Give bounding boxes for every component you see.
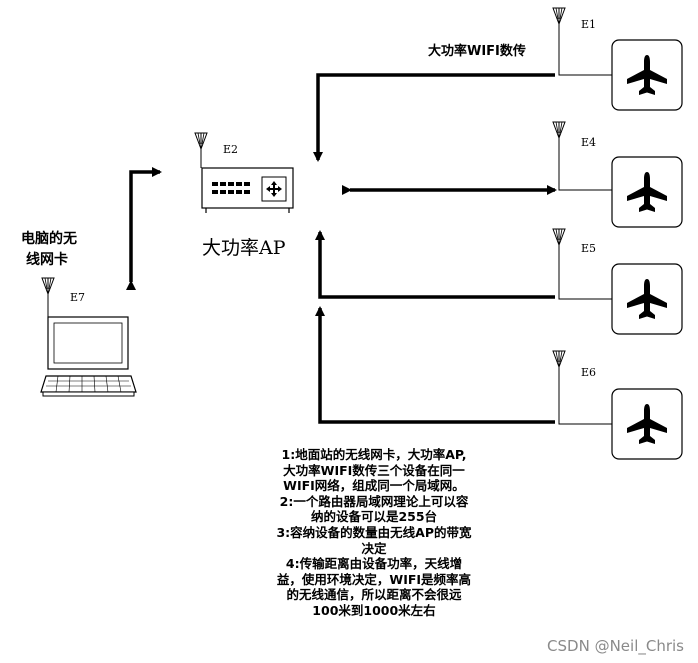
antenna-icon <box>552 7 566 25</box>
drone-antenna-e6 <box>552 350 612 425</box>
antenna-icon <box>552 228 566 246</box>
antenna-icon <box>41 277 55 295</box>
antenna-icon <box>552 121 566 139</box>
antenna-icon <box>194 132 208 150</box>
notes-block: 1:地面站的无线网卡，大功率AP, 大功率WIFI数传三个设备在同一 WIFI网… <box>240 447 508 619</box>
arrow-e6-to-ap <box>315 306 555 424</box>
drone-e5 <box>611 263 683 335</box>
note-line: 大功率WIFI数传三个设备在同一 <box>283 462 465 478</box>
link-arrows <box>126 73 557 424</box>
note-line: 2:一个路由器局域网理论上可以容 <box>279 493 469 509</box>
antenna-tag-e4: E4 <box>581 136 597 149</box>
router-ports <box>212 182 250 194</box>
drone-e6 <box>611 388 683 460</box>
drone-e4 <box>611 156 683 228</box>
antenna-tag-e2: E2 <box>223 143 239 156</box>
antenna-icon <box>552 350 566 368</box>
drone-e1 <box>611 39 683 111</box>
ap-router <box>194 132 294 213</box>
note-line: 益，使用环境决定，WIFI是频率高 <box>276 571 472 587</box>
wifi-link-label: 大功率WIFI数传 <box>428 44 526 59</box>
drone-antenna-e5 <box>552 228 612 300</box>
note-line: WIFI网络，组成同一个局域网。 <box>283 478 465 494</box>
drone-antenna-e4 <box>552 121 612 191</box>
arrow-pc-ap <box>126 167 162 290</box>
note-line: 100米到1000米左右 <box>312 602 436 618</box>
note-line: 的无线通信，所以距离不会很远 <box>286 587 462 603</box>
arrow-e1-to-ap <box>313 73 555 162</box>
antenna-tag-e6: E6 <box>581 366 597 379</box>
keyboard-icon <box>40 375 137 393</box>
drone-antenna-e1 <box>552 7 612 76</box>
note-line: 决定 <box>361 540 387 556</box>
pc-label-line1: 电脑的无 <box>21 231 77 247</box>
pc-label-line2: 线网卡 <box>26 252 68 268</box>
antenna-tag-e1: E1 <box>581 18 597 31</box>
note-line: 4:传输距离由设备功率，天线增 <box>285 556 463 572</box>
note-line: 3:容纳设备的数量由无线AP的带宽 <box>276 524 472 540</box>
arrow-e5-to-ap <box>315 230 555 299</box>
antenna-tag-e5: E5 <box>581 242 597 255</box>
watermark: CSDN @Neil_Chris <box>547 637 684 655</box>
note-line: 纳的设备可以是255台 <box>310 509 438 525</box>
antenna-tag-e7: E7 <box>70 291 86 304</box>
pc-computer <box>40 277 137 397</box>
ap-label: 大功率AP <box>202 237 286 259</box>
note-line: 1:地面站的无线网卡，大功率AP, <box>281 447 467 462</box>
